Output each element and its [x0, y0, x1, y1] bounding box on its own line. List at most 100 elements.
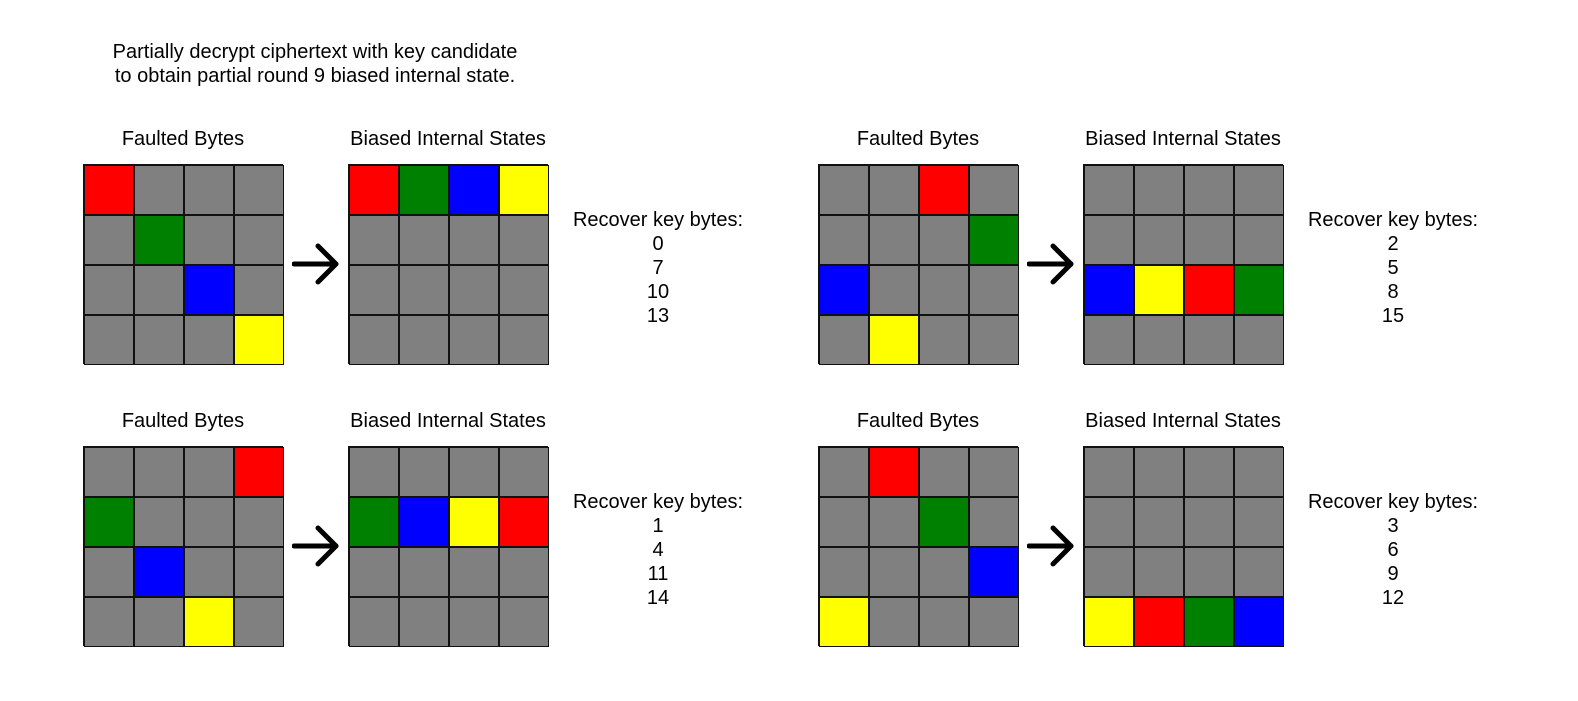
key-byte-index: 0	[652, 233, 664, 255]
state-byte-yellow	[1084, 597, 1134, 647]
state-byte-gray	[499, 315, 549, 365]
state-byte-gray	[449, 315, 499, 365]
key-byte-index: 11	[647, 563, 669, 585]
biased-states-grid	[1083, 164, 1284, 365]
state-byte-blue	[134, 547, 184, 597]
state-byte-gray	[1134, 547, 1184, 597]
key-byte-index: 10	[646, 281, 670, 303]
state-byte-yellow	[499, 165, 549, 215]
state-byte-gray	[869, 547, 919, 597]
state-byte-gray	[1234, 315, 1284, 365]
state-byte-red	[349, 165, 399, 215]
state-byte-yellow	[449, 497, 499, 547]
biased-states-title: Biased Internal States	[350, 128, 546, 150]
right-arrow-icon	[1027, 243, 1074, 285]
state-byte-gray	[499, 547, 549, 597]
faulted-bytes-title: Faulted Bytes	[856, 128, 980, 150]
state-byte-gray	[1134, 447, 1184, 497]
state-byte-gray	[1084, 315, 1134, 365]
state-byte-gray	[869, 265, 919, 315]
state-byte-gray	[499, 215, 549, 265]
biased-states-title: Biased Internal States	[1085, 410, 1281, 432]
recover-label: Recover key bytes:	[572, 491, 744, 513]
state-byte-gray	[819, 315, 869, 365]
state-byte-gray	[349, 315, 399, 365]
state-byte-yellow	[234, 315, 284, 365]
state-byte-gray	[84, 315, 134, 365]
state-byte-gray	[969, 497, 1019, 547]
state-byte-red	[84, 165, 134, 215]
state-byte-gray	[819, 165, 869, 215]
state-byte-green	[969, 215, 1019, 265]
state-byte-gray	[134, 165, 184, 215]
state-byte-yellow	[1134, 265, 1184, 315]
state-byte-gray	[1084, 215, 1134, 265]
state-byte-gray	[1184, 497, 1234, 547]
faulted-bytes-title: Faulted Bytes	[856, 410, 980, 432]
state-byte-gray	[1234, 497, 1284, 547]
state-byte-gray	[399, 547, 449, 597]
state-byte-gray	[1134, 497, 1184, 547]
state-byte-gray	[349, 215, 399, 265]
state-byte-gray	[969, 315, 1019, 365]
faulted-bytes-grid	[83, 164, 284, 365]
right-arrow-icon	[292, 243, 339, 285]
key-byte-index: 7	[652, 257, 664, 279]
state-byte-gray	[234, 497, 284, 547]
state-byte-gray	[1184, 315, 1234, 365]
state-byte-gray	[349, 597, 399, 647]
state-byte-green	[349, 497, 399, 547]
state-byte-gray	[969, 165, 1019, 215]
state-byte-gray	[1084, 447, 1134, 497]
state-byte-gray	[399, 447, 449, 497]
right-arrow-icon	[292, 525, 339, 567]
state-byte-gray	[134, 265, 184, 315]
key-byte-index: 12	[1381, 587, 1405, 609]
state-byte-blue	[399, 497, 449, 547]
state-byte-blue	[449, 165, 499, 215]
state-byte-gray	[869, 165, 919, 215]
state-byte-gray	[134, 597, 184, 647]
state-byte-red	[499, 497, 549, 547]
state-byte-gray	[449, 597, 499, 647]
state-byte-gray	[1184, 215, 1234, 265]
state-byte-gray	[449, 547, 499, 597]
state-byte-yellow	[819, 597, 869, 647]
state-byte-blue	[1234, 597, 1284, 647]
state-byte-green	[1234, 265, 1284, 315]
state-byte-gray	[234, 547, 284, 597]
state-byte-gray	[84, 547, 134, 597]
state-byte-gray	[1184, 547, 1234, 597]
state-byte-gray	[869, 215, 919, 265]
faulted-bytes-grid	[818, 164, 1019, 365]
state-byte-gray	[919, 597, 969, 647]
state-byte-gray	[1134, 315, 1184, 365]
state-byte-gray	[234, 165, 284, 215]
key-byte-index: 1	[652, 515, 664, 537]
state-byte-red	[234, 447, 284, 497]
state-byte-gray	[1084, 497, 1134, 547]
intro-line-1: Partially decrypt ciphertext with key ca…	[112, 41, 518, 63]
faulted-bytes-title: Faulted Bytes	[121, 410, 245, 432]
state-byte-gray	[969, 447, 1019, 497]
state-byte-gray	[184, 497, 234, 547]
state-byte-yellow	[184, 597, 234, 647]
state-byte-gray	[84, 265, 134, 315]
state-byte-gray	[399, 597, 449, 647]
key-byte-index: 5	[1387, 257, 1399, 279]
state-byte-red	[1184, 265, 1234, 315]
biased-states-grid	[348, 446, 549, 647]
key-byte-index: 15	[1381, 305, 1405, 327]
state-byte-gray	[349, 265, 399, 315]
state-byte-gray	[499, 597, 549, 647]
state-byte-gray	[134, 447, 184, 497]
state-byte-blue	[969, 547, 1019, 597]
state-byte-gray	[1084, 547, 1134, 597]
key-byte-index: 2	[1387, 233, 1399, 255]
